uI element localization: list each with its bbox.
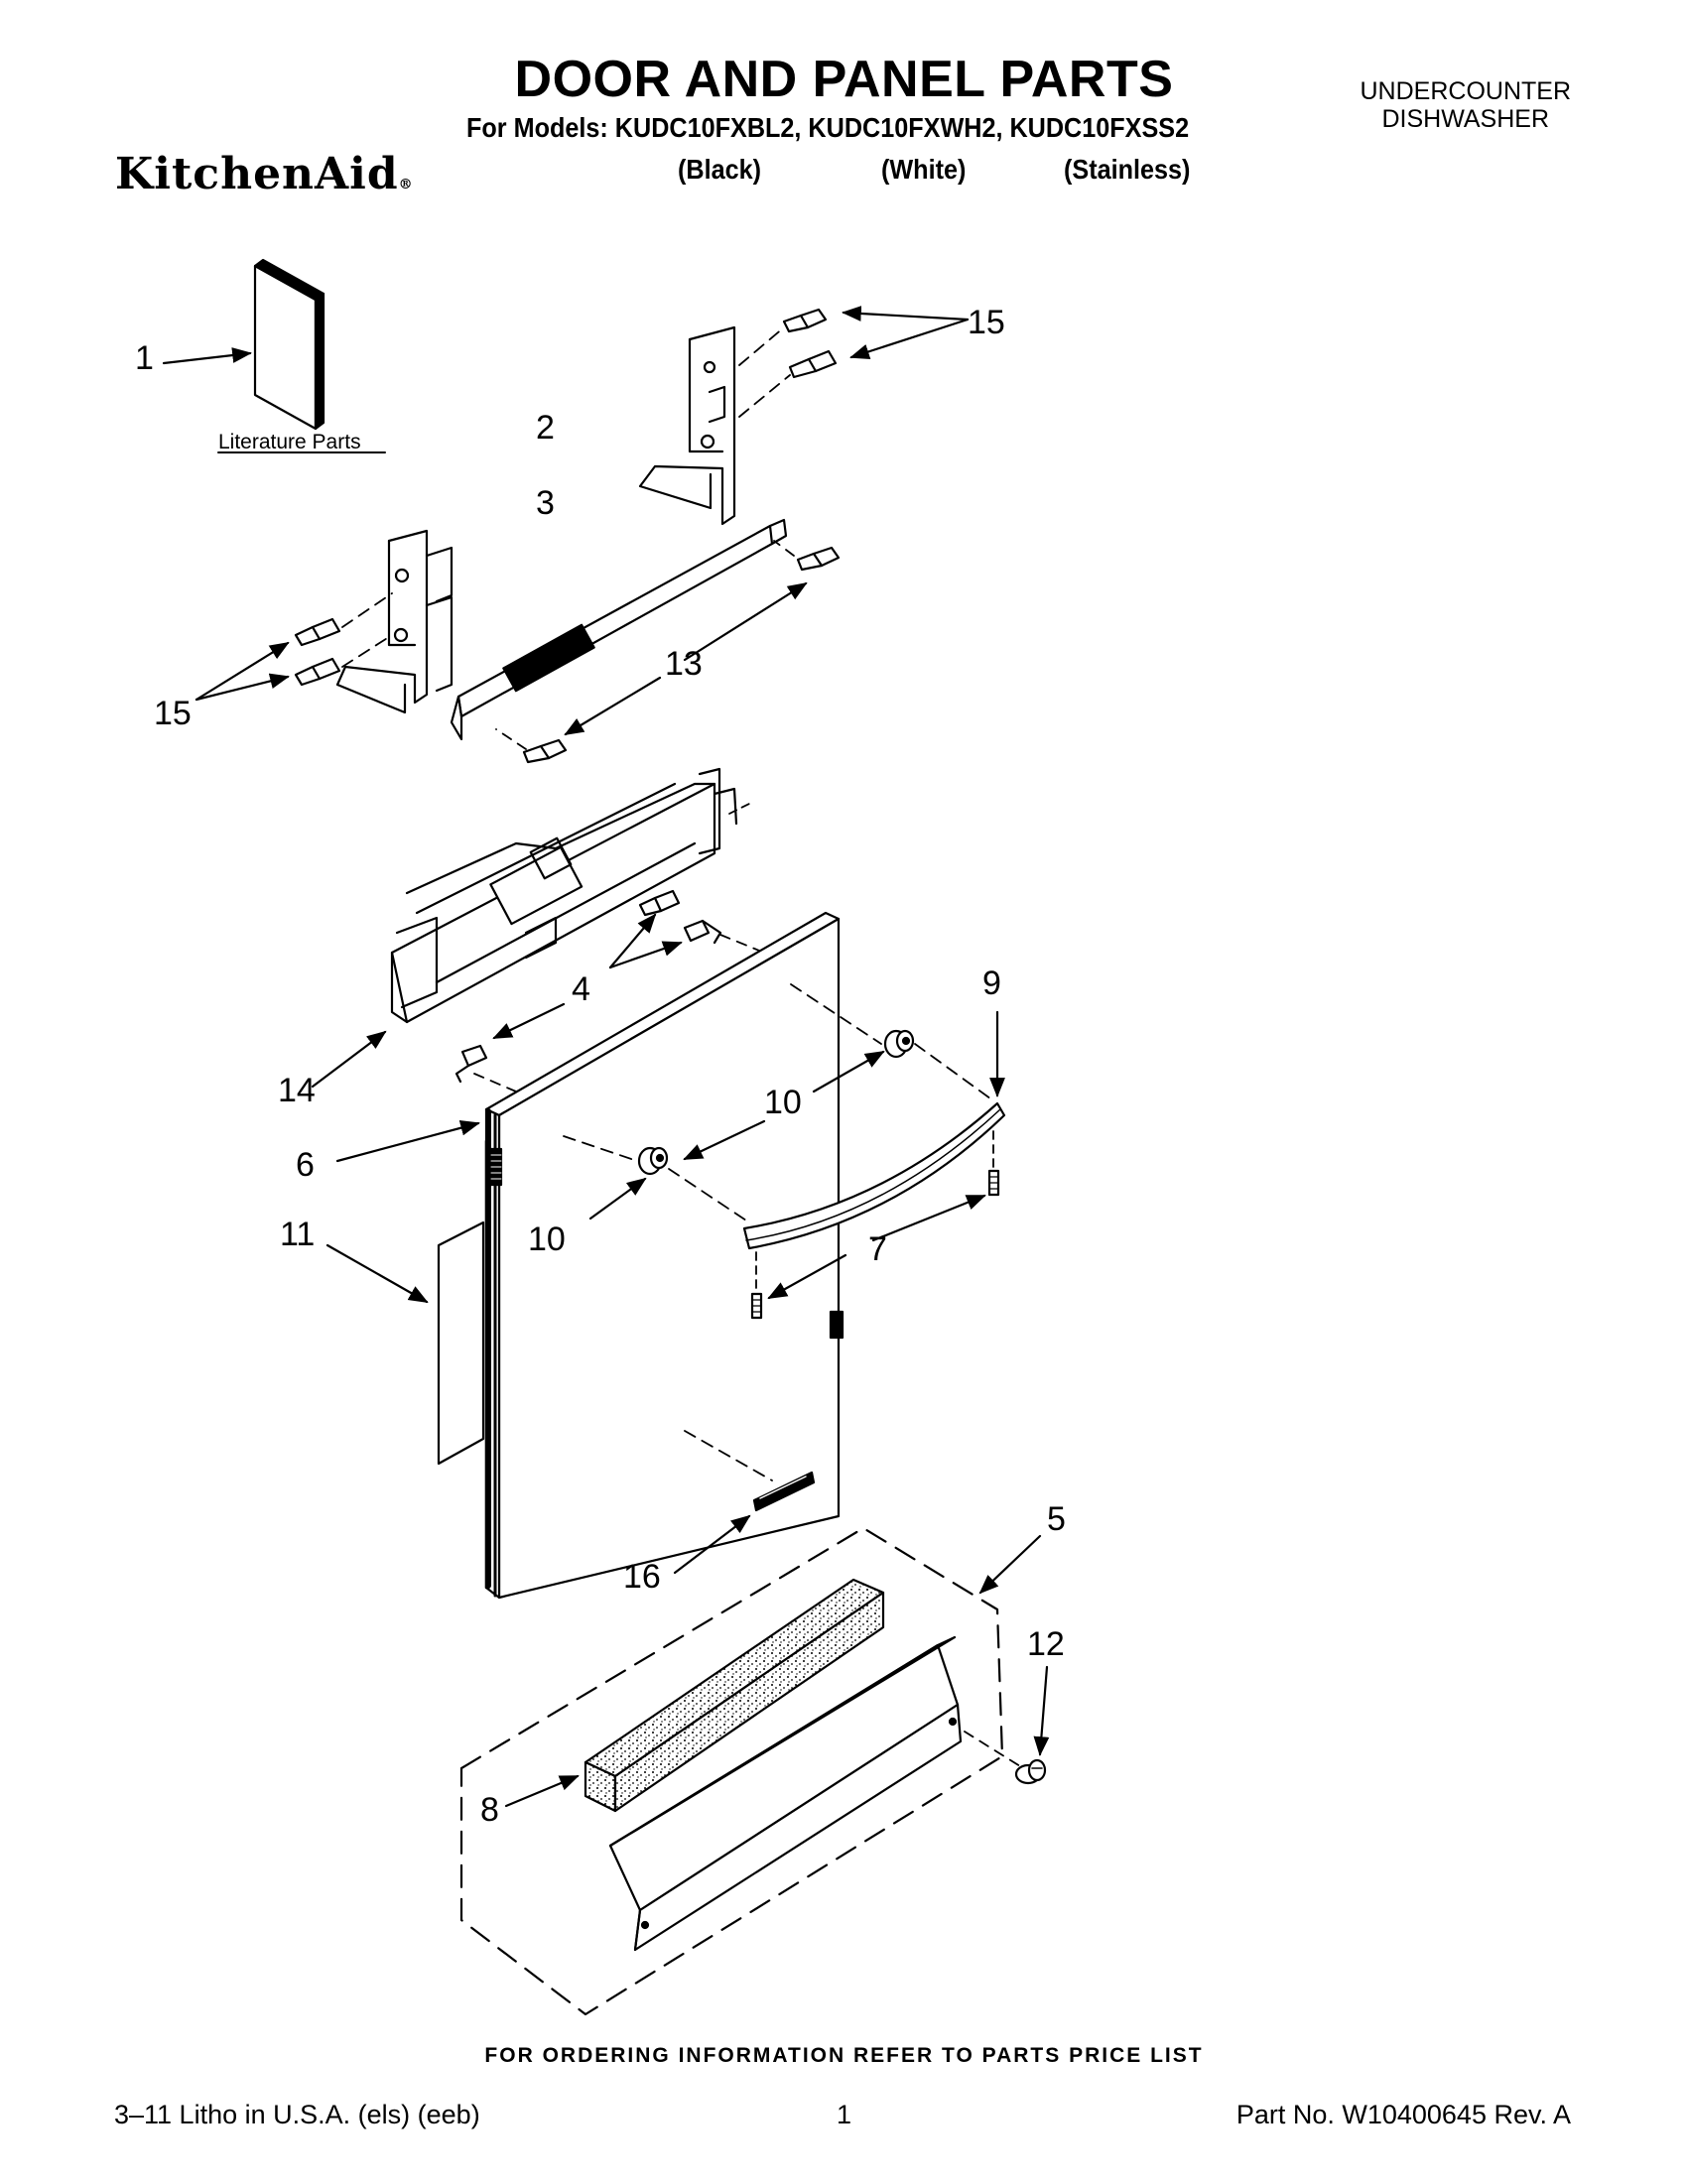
console-panel-trim	[450, 518, 788, 741]
callout-10-right: 10	[764, 1084, 802, 1121]
screw-13-right	[796, 546, 841, 572]
screw-15-lower-a	[294, 617, 341, 647]
part-number: Part No. W10400645 Rev. A	[1235, 2100, 1571, 2129]
callout-7: 7	[868, 1230, 887, 1268]
door-insulation	[437, 1220, 485, 1466]
ordering-note: FOR ORDERING INFORMATION REFER TO PARTS …	[484, 2044, 1204, 2067]
control-housing-assembly	[390, 767, 750, 1024]
screw-15-lower-b	[294, 657, 341, 687]
page-number: 1	[837, 2100, 852, 2129]
handle-pin-right	[987, 1169, 1000, 1197]
callout-16: 16	[623, 1558, 661, 1596]
screw-4-lower	[454, 1044, 488, 1084]
toe-panel-kit-enclosure	[459, 1526, 1004, 2016]
callout-15-lower: 15	[154, 695, 192, 732]
screw-13-left	[522, 738, 568, 764]
models-line: For Models: KUDC10FXBL2, KUDC10FXWH2, KU…	[466, 112, 1190, 143]
handle-pin-left	[750, 1292, 763, 1320]
callout-5: 5	[1047, 1500, 1066, 1538]
callout-14: 14	[278, 1072, 316, 1109]
toe-panel-screw	[1014, 1758, 1047, 1785]
callout-11: 11	[280, 1216, 315, 1253]
category-line-2: DISHWASHER	[1381, 105, 1550, 133]
page-title: DOOR AND PANEL PARTS	[514, 51, 1174, 108]
brand-name: KitchenAid	[115, 149, 399, 199]
callout-3: 3	[536, 484, 555, 522]
callout-12: 12	[1027, 1625, 1065, 1663]
variant-white: (White)	[881, 154, 967, 185]
callout-1: 1	[135, 339, 154, 377]
callout-6: 6	[296, 1146, 315, 1184]
callout-8: 8	[480, 1791, 499, 1829]
appliance-category: UNDERCOUNTER DISHWASHER	[1361, 77, 1572, 133]
door-handle	[742, 1101, 1006, 1250]
callout-13: 13	[665, 645, 703, 683]
screw-15-upper-b	[788, 349, 838, 379]
print-info: 3–11 Litho in U.S.A. (els) (eeb)	[114, 2100, 480, 2129]
variant-black: (Black)	[678, 154, 762, 185]
screw-4-middle	[683, 919, 722, 945]
door-hinge-bracket-left	[335, 529, 454, 714]
toe-panel	[608, 1635, 963, 1952]
handle-standoff-left	[637, 1146, 669, 1176]
literature-booklet	[253, 258, 325, 431]
category-line-1: UNDERCOUNTER	[1360, 77, 1572, 105]
model-badge	[752, 1471, 816, 1512]
foam-insulation-block	[584, 1578, 885, 1813]
variant-stainless: (Stainless)	[1064, 154, 1191, 185]
callout-9: 9	[982, 964, 1001, 1002]
door-panel	[484, 911, 844, 1600]
callout-15-upper: 15	[968, 304, 1005, 341]
screw-4-upper	[638, 889, 681, 917]
callout-2: 2	[536, 409, 555, 447]
callout-4: 4	[572, 970, 590, 1008]
handle-standoff-right	[883, 1029, 915, 1059]
callout-10-left: 10	[528, 1220, 566, 1258]
brand-logo: KitchenAid®	[115, 149, 413, 199]
screw-15-upper-a	[782, 308, 828, 333]
literature-parts-label: Literature Parts	[218, 431, 361, 453]
door-hinge-bracket-right	[638, 325, 736, 526]
brand-registered-mark: ®	[398, 177, 413, 193]
